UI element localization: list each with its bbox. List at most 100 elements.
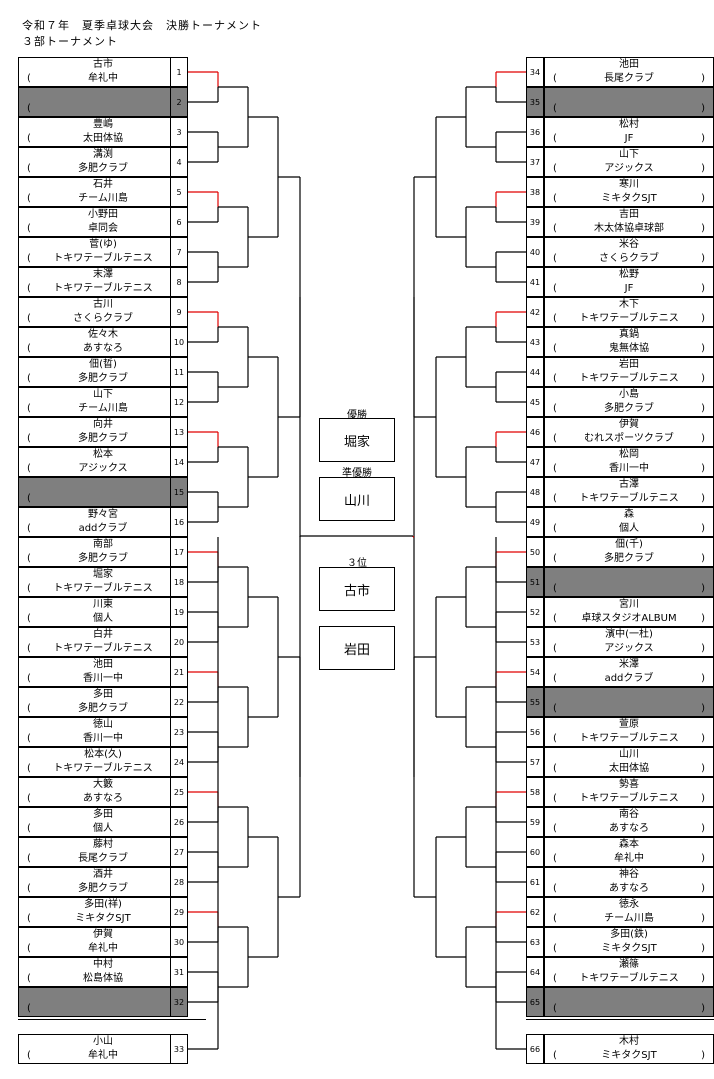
seed-number: 61 <box>526 867 544 897</box>
player-slot: 松岡(香川一中) <box>544 447 714 477</box>
champion-label: 優勝 <box>347 410 367 421</box>
player-slot: 池田(長尾クラブ) <box>544 57 714 87</box>
player-slot: 宮川(卓球スタジオALBUM) <box>544 597 714 627</box>
club-paren-open: ( <box>27 793 31 804</box>
player-slot: 小島(多肥クラブ) <box>544 387 714 417</box>
player-club: アジックス <box>604 163 654 174</box>
seed-number: 54 <box>526 657 544 687</box>
club-paren-open: ( <box>553 343 557 354</box>
player-slot: 多田(多肥クラブ) <box>18 687 188 717</box>
club-paren-close: ) <box>701 823 705 834</box>
bye-slot: () <box>544 87 714 117</box>
player-club: 木太体協卓球部 <box>594 223 664 234</box>
seed-number: 16 <box>170 507 188 537</box>
club-paren-close: ) <box>701 973 705 984</box>
club-paren-open: ( <box>553 103 557 114</box>
player-name: 小山 <box>93 1036 113 1047</box>
seed-number: 15 <box>170 477 188 507</box>
player-club: 太田体協 <box>83 133 123 144</box>
club-paren-open: ( <box>553 973 557 984</box>
seed-number: 66 <box>526 1034 544 1064</box>
player-slot: 古澤(トキワテーブルテニス) <box>544 477 714 507</box>
player-name: 古市 <box>93 59 113 70</box>
player-club: 香川一中 <box>609 463 649 474</box>
seed-number: 10 <box>170 327 188 357</box>
player-name: 森本 <box>619 839 639 850</box>
club-paren-open: ( <box>27 973 31 984</box>
seed-number: 55 <box>526 687 544 717</box>
player-slot: 酒井(多肥クラブ) <box>18 867 188 897</box>
player-slot: 古川(さくらクラブ) <box>18 297 188 327</box>
player-slot: 野々宮(addクラブ) <box>18 507 188 537</box>
club-paren-close: ) <box>701 133 705 144</box>
club-paren-close: ) <box>701 793 705 804</box>
bye-slot: () <box>544 567 714 597</box>
club-paren-open: ( <box>553 943 557 954</box>
player-club: 牟礼中 <box>88 1050 118 1061</box>
club-paren-open: ( <box>553 283 557 294</box>
player-name: 豊嶋 <box>93 119 113 130</box>
player-slot: 森本(牟礼中) <box>544 837 714 867</box>
player-name: 岩田 <box>619 359 639 370</box>
player-name: 末澤 <box>93 269 113 280</box>
player-name: 溝渕 <box>93 149 113 160</box>
champion-box: 堀家 <box>319 418 395 462</box>
player-club: トキワテーブルテニス <box>579 373 679 384</box>
seed-number: 14 <box>170 447 188 477</box>
club-paren-open: ( <box>553 313 557 324</box>
club-paren-open: ( <box>27 643 31 654</box>
seed-number: 18 <box>170 567 188 597</box>
club-paren-open: ( <box>27 1003 31 1014</box>
club-paren-open: ( <box>553 793 557 804</box>
player-slot: 佃(晢)(多肥クラブ) <box>18 357 188 387</box>
player-name: 森 <box>624 509 634 520</box>
player-club: ミキタクSJT <box>601 943 657 954</box>
seed-number: 33 <box>170 1034 188 1064</box>
player-club: 多肥クラブ <box>604 553 654 564</box>
seed-number: 51 <box>526 567 544 597</box>
club-paren-close: ) <box>701 583 705 594</box>
player-club: 卓同会 <box>88 223 118 234</box>
player-name: 小島 <box>619 389 639 400</box>
seed-number: 65 <box>526 987 544 1017</box>
club-paren-close: ) <box>701 913 705 924</box>
player-club: 多肥クラブ <box>78 373 128 384</box>
club-paren-open: ( <box>27 613 31 624</box>
player-club: あすなろ <box>83 343 123 354</box>
player-name: 濱中(一杜) <box>605 629 653 640</box>
player-name: 大籔 <box>93 779 113 790</box>
player-club: 多肥クラブ <box>604 403 654 414</box>
player-club: 多肥クラブ <box>78 703 128 714</box>
player-slot: 神谷(あすなろ) <box>544 867 714 897</box>
player-slot: 南谷(あすなろ) <box>544 807 714 837</box>
player-slot: 多田(祥)(ミキタクSJT) <box>18 897 188 927</box>
club-paren-open: ( <box>27 583 31 594</box>
seed-number: 8 <box>170 267 188 297</box>
club-paren-open: ( <box>553 403 557 414</box>
seed-number: 1 <box>170 57 188 87</box>
seed-number: 41 <box>526 267 544 297</box>
seed-number: 48 <box>526 477 544 507</box>
seed-number: 35 <box>526 87 544 117</box>
seed-number: 28 <box>170 867 188 897</box>
player-club: さくらクラブ <box>73 313 133 324</box>
player-name: 松本(久) <box>84 749 122 760</box>
player-name: 多田 <box>93 689 113 700</box>
club-paren-open: ( <box>553 673 557 684</box>
seed-number: 23 <box>170 717 188 747</box>
player-slot: 瀬篠(トキワテーブルテニス) <box>544 957 714 987</box>
bye-slot: () <box>18 987 188 1017</box>
club-paren-close: ) <box>701 733 705 744</box>
player-name: 野々宮 <box>88 509 118 520</box>
club-paren-close: ) <box>701 373 705 384</box>
seed-number: 56 <box>526 717 544 747</box>
player-slot: 南部(多肥クラブ) <box>18 537 188 567</box>
player-club: あすなろ <box>609 883 649 894</box>
player-slot: 小山(牟礼中) <box>18 1034 188 1064</box>
seed-number: 30 <box>170 927 188 957</box>
seed-number: 44 <box>526 357 544 387</box>
seed-number: 11 <box>170 357 188 387</box>
player-slot: 森(個人) <box>544 507 714 537</box>
seed-number: 27 <box>170 837 188 867</box>
club-paren-close: ) <box>701 1003 705 1014</box>
